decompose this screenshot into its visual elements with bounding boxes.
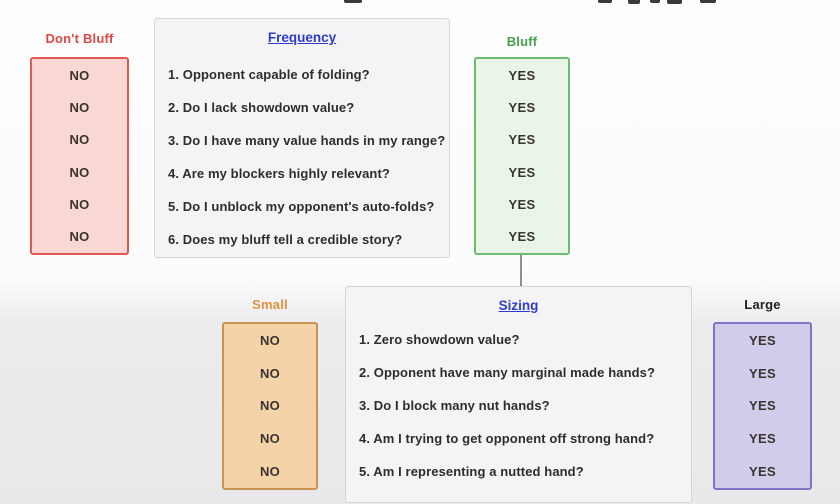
large-box: YES YES YES YES YES — [713, 322, 812, 490]
sizing-question: 4. Am I trying to get opponent off stron… — [359, 431, 655, 446]
answer-yes: YES — [749, 464, 776, 480]
large-answers: YES YES YES YES YES — [715, 324, 810, 488]
frequency-question: 4. Are my blockers highly relevant? — [168, 166, 390, 181]
answer-yes: YES — [508, 99, 536, 115]
cropped-text-artifact — [700, 0, 716, 3]
frequency-title: Frequency — [267, 30, 337, 45]
answer-yes: YES — [749, 398, 776, 414]
answer-yes: YES — [508, 164, 536, 180]
answer-no: NO — [259, 365, 281, 381]
answer-no: NO — [69, 132, 90, 148]
answer-yes: YES — [508, 132, 536, 148]
answer-no: NO — [259, 398, 281, 414]
sizing-question: 5. Am I representing a nutted hand? — [359, 464, 584, 479]
sizing-title: Sizing — [498, 298, 539, 313]
sizing-question: 3. Do I block many nut hands? — [359, 398, 550, 413]
answer-no: NO — [69, 99, 90, 115]
answer-no: NO — [259, 464, 281, 480]
answer-no: NO — [69, 164, 90, 180]
bluff-box: YES YES YES YES YES YES — [474, 57, 570, 255]
dont-bluff-answers: NO NO NO NO NO NO — [32, 59, 127, 253]
dont-bluff-box: NO NO NO NO NO NO — [30, 57, 129, 255]
sizing-question: 1. Zero showdown value? — [359, 332, 520, 347]
small-box: NO NO NO NO NO — [222, 322, 318, 490]
frequency-question: 6. Does my bluff tell a credible story? — [168, 232, 403, 247]
answer-no: NO — [69, 229, 90, 245]
cropped-text-artifact — [628, 0, 640, 4]
small-title: Small — [252, 297, 288, 312]
frequency-question: 1. Opponent capable of folding? — [168, 67, 370, 82]
answer-no: NO — [69, 196, 90, 212]
frequency-box: Frequency 1. Opponent capable of folding… — [154, 18, 450, 258]
cropped-text-artifact — [344, 0, 362, 3]
answer-yes: YES — [508, 67, 536, 83]
answer-no: NO — [69, 67, 90, 83]
answer-yes: YES — [749, 332, 776, 348]
frequency-question: 2. Do I lack showdown value? — [168, 100, 355, 115]
frequency-question: 3. Do I have many value hands in my rang… — [168, 133, 446, 148]
cropped-text-artifact — [650, 0, 660, 3]
cropped-text-artifact — [598, 0, 612, 3]
cropped-text-artifact — [667, 0, 682, 4]
dont-bluff-title: Don't Bluff — [45, 31, 114, 46]
frequency-questions: 1. Opponent capable of folding? 2. Do I … — [155, 58, 449, 256]
sizing-box: Sizing 1. Zero showdown value? 2. Oppone… — [345, 286, 692, 503]
answer-no: NO — [259, 332, 281, 348]
bluff-answers: YES YES YES YES YES YES — [476, 59, 568, 253]
sizing-questions: 1. Zero showdown value? 2. Opponent have… — [346, 323, 691, 488]
answer-yes: YES — [508, 229, 536, 245]
bluff-to-sizing-connector-line — [520, 255, 522, 286]
large-title: Large — [744, 297, 781, 312]
answer-yes: YES — [749, 431, 776, 447]
small-answers: NO NO NO NO NO — [224, 324, 316, 488]
answer-no: NO — [259, 431, 281, 447]
answer-yes: YES — [508, 196, 536, 212]
frequency-question: 5. Do I unblock my opponent's auto-folds… — [168, 199, 435, 214]
sizing-question: 2. Opponent have many marginal made hand… — [359, 365, 656, 380]
answer-yes: YES — [749, 365, 776, 381]
bluff-title: Bluff — [506, 34, 538, 49]
